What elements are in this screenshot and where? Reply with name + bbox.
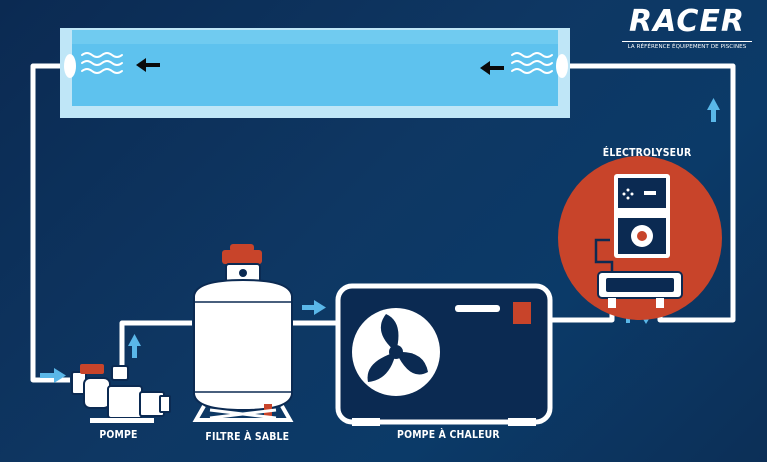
fan-blades [367,314,428,382]
sand-filter-label: FILTRE À SABLE [205,430,290,443]
brand-logo: RACER LA RÉFÉRENCE ÉQUIPEMENT DE PISCINE… [622,6,752,52]
pump-icon [71,364,171,423]
brand-name: RACER [628,4,745,39]
arrow-up-icon [707,98,720,122]
heat-pump-label: POMPE À CHALEUR [397,428,500,441]
brand-tagline: LA RÉFÉRENCE ÉQUIPEMENT DE PISCINES [622,41,752,50]
pipe-pump-to-filter [119,320,192,374]
electrolyser-label: ÉLECTROLYSEUR [602,146,692,159]
arrow-right-icon [40,368,66,383]
heat-pump-icon [335,283,553,426]
pump-label: POMPE [99,428,138,441]
arrow-left-icon [136,58,160,72]
control-dots-icon [622,188,656,200]
pool-inlet-nozzle [556,54,568,78]
pool-outlet-nozzle [64,54,76,78]
wave-icon [81,52,123,74]
electrolyser-icon [558,156,722,320]
arrow-right-icon [302,300,326,315]
pool [60,28,570,118]
arrow-left-icon [480,61,504,75]
sand-filter-icon [192,244,294,422]
power-indicator [637,231,647,241]
wave-icon [511,52,553,74]
pipe-pool-to-pump [30,63,70,383]
arrow-up-icon [128,334,141,358]
